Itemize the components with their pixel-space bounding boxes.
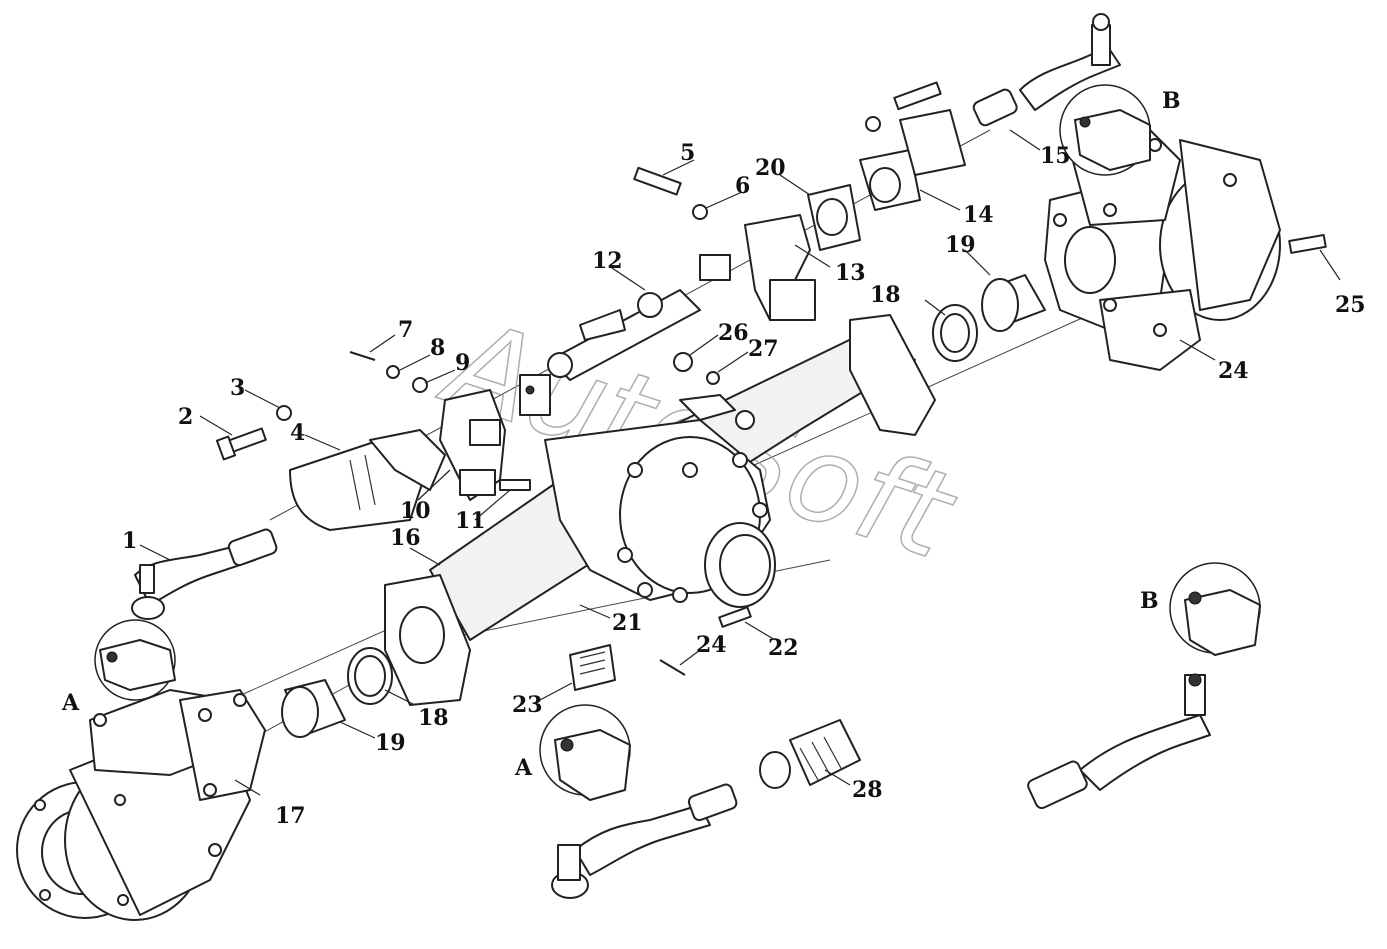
nut-9	[412, 377, 428, 393]
left-spring-bracket	[289, 429, 446, 531]
washer-6	[692, 204, 708, 220]
leader-lines	[139, 129, 1341, 796]
callout-25: 25	[1335, 292, 1366, 318]
bracket-13	[744, 214, 816, 321]
callout-14: 14	[963, 202, 994, 228]
flange-20	[807, 184, 861, 251]
callout-numbers: 1 2 3 4 5 6 7 8 9 10 11 12 13 14 15 16 1…	[122, 140, 1366, 829]
bolt-left	[215, 427, 267, 461]
callout-5: 5	[680, 140, 695, 166]
callout-9: 9	[455, 350, 470, 376]
callout-17: 17	[275, 803, 306, 829]
callout-20: 20	[755, 155, 786, 181]
washer-27	[706, 371, 720, 385]
tie-rod-right	[972, 13, 1121, 127]
callout-1: 1	[122, 528, 137, 554]
callout-4: 4	[290, 420, 305, 446]
callout-23: 23	[512, 692, 543, 718]
washer-8	[386, 365, 400, 379]
axle-housing	[384, 314, 936, 706]
bushing-19-left	[281, 679, 346, 738]
callout-21: 21	[612, 610, 643, 636]
bolt-25	[1288, 233, 1327, 254]
boot-28	[759, 719, 861, 789]
callout-10: 10	[400, 498, 431, 524]
callout-28: 28	[852, 777, 883, 803]
callout-27: 27	[748, 336, 779, 362]
callout-18-left: 18	[418, 705, 449, 731]
tie-rod-detail-b	[1027, 673, 1211, 810]
callout-12: 12	[592, 248, 623, 274]
callout-18-right: 18	[870, 282, 901, 308]
callout-19-left: 19	[375, 730, 406, 756]
bushing-19-right	[981, 274, 1046, 332]
tie-rod-left	[131, 528, 278, 620]
bolt-5	[633, 166, 682, 196]
nut-left	[276, 405, 292, 421]
callout-11: 11	[455, 508, 486, 534]
spline-yoke	[519, 374, 551, 416]
bolt-22	[718, 606, 752, 628]
detail-label-b: B	[1140, 588, 1159, 614]
callout-6: 6	[735, 173, 750, 199]
nut-26	[673, 352, 693, 372]
callout-15: 15	[1040, 143, 1071, 169]
callout-24-lower: 24	[696, 632, 727, 658]
tie-rod-detail-a	[551, 783, 738, 899]
detail-label-b-main: B	[1162, 88, 1181, 114]
left-hub-assembly	[16, 689, 266, 921]
nameplate-23	[569, 644, 616, 691]
callout-2-left: 2	[178, 404, 193, 430]
callout-19-right: 19	[945, 232, 976, 258]
nut-right	[865, 116, 881, 132]
callout-24-right: 24	[1218, 358, 1249, 384]
callout-22: 22	[768, 635, 799, 661]
pin-24	[659, 659, 686, 676]
right-hub-assembly	[1044, 129, 1281, 371]
bracket-10-11	[439, 389, 531, 501]
callout-26: 26	[718, 320, 749, 346]
detail-label-a: A	[514, 755, 533, 781]
callout-16: 16	[390, 525, 421, 551]
pin-7	[349, 351, 376, 361]
callout-8: 8	[430, 335, 445, 361]
callout-3-left: 3	[230, 375, 245, 401]
callout-13: 13	[835, 260, 866, 286]
spring-pad-14	[859, 109, 966, 211]
shaft-12	[547, 254, 731, 381]
callout-7: 7	[398, 317, 413, 343]
detail-label-a-main: A	[61, 690, 80, 716]
bolt-right	[893, 81, 942, 111]
